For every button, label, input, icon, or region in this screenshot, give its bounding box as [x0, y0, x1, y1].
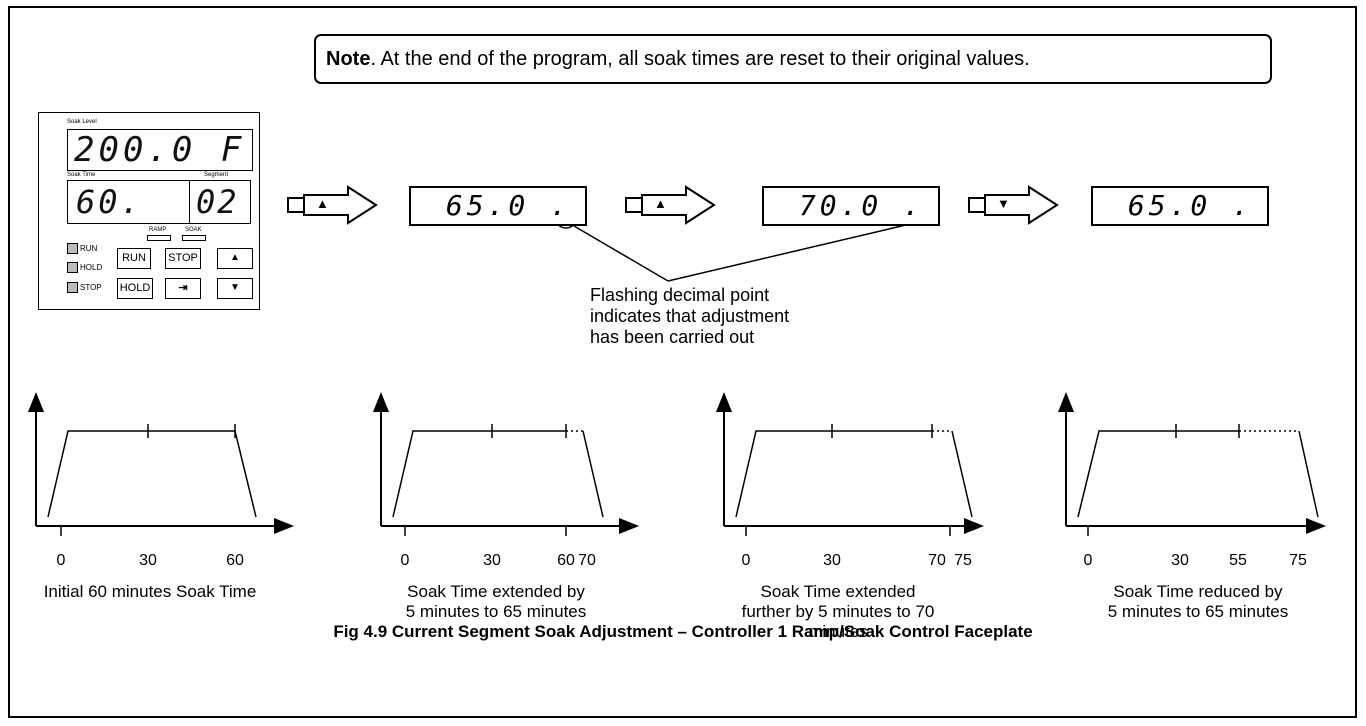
- controller-faceplate: Soak Level 200.0 F Soak Time Segment 60.…: [38, 112, 260, 310]
- g2-caption-line-1: Soak Time extended by: [407, 582, 585, 601]
- hold-led-label: HOLD: [80, 263, 103, 272]
- callout-line-1: Flashing decimal point: [590, 285, 770, 305]
- note-box: Note. At the end of the program, all soa…: [314, 34, 1272, 84]
- ramp-label: RAMP: [149, 227, 167, 233]
- g1-tick-60: 60: [226, 552, 244, 569]
- graph-initial: [28, 392, 294, 536]
- g3-caption: Soak Time extended further by 5 minutes …: [742, 582, 935, 642]
- soak-level-display: 200.0 F: [67, 129, 253, 171]
- g3-caption-line-3: minutes: [808, 622, 868, 641]
- g2-tick-60: 60: [557, 552, 575, 569]
- keypress-arrow-3: [968, 185, 1059, 225]
- g3-caption-line-1: Soak Time extended: [760, 582, 916, 601]
- g4-caption-line-2: 5 minutes to 65 minutes: [1107, 602, 1289, 621]
- segment-display: 02: [189, 180, 251, 224]
- callout-line-2: indicates that adjustment: [590, 306, 790, 326]
- graph-extended-65: [373, 392, 639, 536]
- stop-led: [67, 282, 78, 293]
- callout-line-3: has been carried out: [590, 327, 755, 347]
- g4-caption: Soak Time reduced by 5 minutes to 65 min…: [1108, 582, 1288, 622]
- graph-extended-70: [716, 392, 984, 536]
- run-led: [67, 243, 78, 254]
- keypress-arrow-2: [625, 185, 716, 225]
- run-button[interactable]: RUN: [117, 248, 151, 269]
- flashing-decimal-callout: Flashing decimal point indicates that ad…: [590, 285, 789, 348]
- keypress-3-down-icon: ▼: [997, 196, 1010, 211]
- callout-leader-1: [573, 225, 669, 282]
- soak-level-label: Soak Level: [67, 119, 97, 125]
- hold-led: [67, 262, 78, 273]
- up-button[interactable]: ▲: [217, 248, 253, 269]
- graph-reduced-65: [1058, 392, 1326, 536]
- g3-tick-30: 30: [823, 552, 841, 569]
- g3-tick-0: 0: [741, 552, 751, 569]
- g1-caption-line-1: Initial 60 minutes Soak Time: [43, 582, 257, 601]
- keypress-1-up-icon: ▲: [316, 196, 329, 211]
- callout-leader-2: [667, 223, 911, 282]
- note-bold: Note: [326, 48, 371, 70]
- keypress-arrow-1: [287, 185, 378, 225]
- stop-led-label: STOP: [80, 283, 102, 292]
- ramp-indicator: [147, 235, 171, 241]
- g2-caption-line-2: 5 minutes to 65 minutes: [405, 602, 587, 621]
- keypress-2-up-icon: ▲: [654, 196, 667, 211]
- g4-caption-line-1: Soak Time reduced by: [1113, 582, 1283, 601]
- down-button[interactable]: ▼: [217, 278, 253, 299]
- exit-button[interactable]: ⇥: [165, 278, 201, 299]
- g4-tick-75: 75: [1289, 552, 1307, 569]
- figure-caption: Fig 4.9 Current Segment Soak Adjustment …: [333, 622, 1033, 641]
- g2-tick-70: 70: [578, 552, 596, 569]
- note-text: . At the end of the program, all soak ti…: [370, 48, 1030, 70]
- g4-tick-0: 0: [1083, 552, 1093, 569]
- soak-indicator-label: SOAK: [185, 227, 202, 233]
- g2-tick-0: 0: [400, 552, 410, 569]
- display-after-second-up: 70.0 .: [762, 186, 940, 226]
- g3-tick-70: 70: [928, 552, 946, 569]
- figure-frame: [8, 6, 1357, 718]
- display-after-down: 65.0 .: [1091, 186, 1269, 226]
- g1-tick-30: 30: [139, 552, 157, 569]
- soak-indicator: [182, 235, 206, 241]
- g4-tick-30: 30: [1171, 552, 1189, 569]
- run-led-label: RUN: [80, 244, 98, 253]
- g2-tick-30: 30: [483, 552, 501, 569]
- g1-tick-0: 0: [56, 552, 66, 569]
- display-after-first-up: 65.0 .: [409, 186, 587, 226]
- hold-button[interactable]: HOLD: [117, 278, 153, 299]
- g2-caption: Soak Time extended by 5 minutes to 65 mi…: [406, 582, 586, 622]
- g4-tick-55: 55: [1229, 552, 1247, 569]
- segment-label: Segment: [204, 172, 229, 178]
- g3-caption-line-2: further by 5 minutes to 70: [741, 602, 935, 621]
- soak-time-label: Soak Time: [67, 172, 96, 178]
- stop-button[interactable]: STOP: [165, 248, 201, 269]
- g1-caption: Initial 60 minutes Soak Time: [44, 582, 257, 602]
- g3-tick-75: 75: [954, 552, 972, 569]
